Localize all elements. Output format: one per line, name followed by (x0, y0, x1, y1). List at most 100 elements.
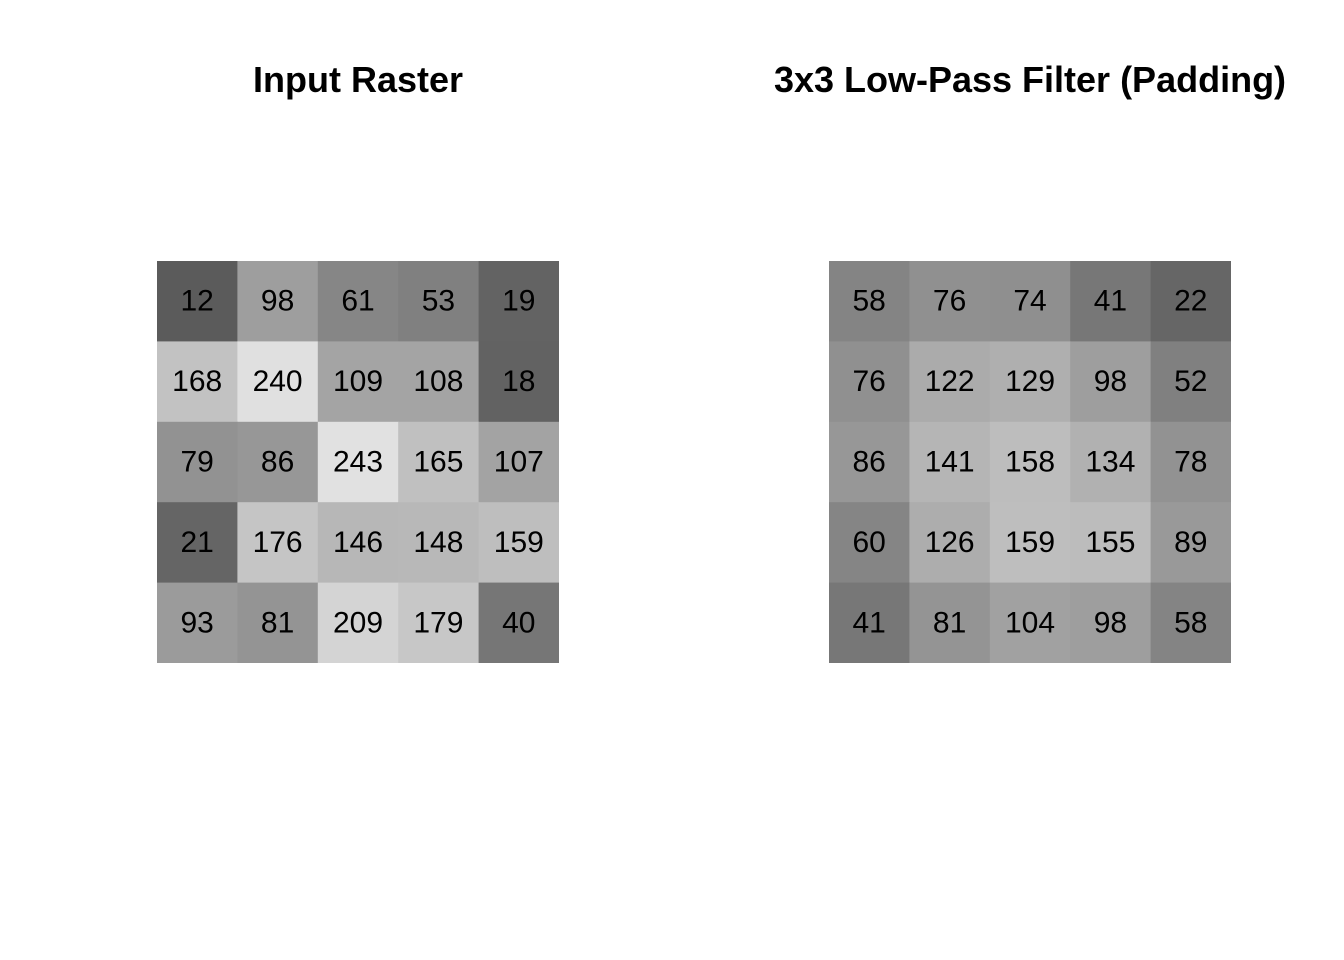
cell-value-label: 146 (333, 526, 383, 559)
cell-value-label: 53 (422, 285, 455, 318)
cell-value-label: 12 (181, 285, 214, 318)
cell-value-label: 61 (341, 285, 374, 318)
cell-value-label: 134 (1085, 446, 1135, 479)
cell-value-label: 155 (1085, 526, 1135, 559)
raster-cell (478, 502, 559, 584)
cell-value-label: 126 (925, 526, 975, 559)
raster-cell (1150, 261, 1231, 342)
raster-cell (398, 341, 480, 423)
raster-cell (909, 341, 991, 423)
cell-value-label: 122 (925, 365, 975, 398)
cell-value-label: 81 (261, 606, 294, 639)
raster-cell (989, 582, 1071, 663)
cell-value-label: 89 (1174, 526, 1207, 559)
raster-cell (157, 502, 238, 584)
raster-cell (157, 261, 238, 342)
cell-value-label: 22 (1174, 285, 1207, 318)
raster-cell (909, 582, 991, 663)
raster-cell (398, 421, 480, 503)
raster-cell (157, 421, 238, 503)
cell-value-label: 81 (933, 606, 966, 639)
raster-cell (829, 582, 910, 663)
cell-value-label: 58 (853, 285, 886, 318)
raster-cell (909, 502, 991, 584)
raster-cell (398, 502, 480, 584)
cell-value-label: 179 (413, 606, 463, 639)
raster-cell (989, 421, 1071, 503)
raster-cell (1070, 341, 1152, 423)
raster-cell (1070, 502, 1152, 584)
cell-value-label: 141 (925, 446, 975, 479)
raster-cell (237, 261, 319, 342)
cell-value-label: 93 (181, 606, 214, 639)
cell-value-label: 165 (413, 446, 463, 479)
cell-value-label: 159 (1005, 526, 1055, 559)
cell-value-label: 98 (1094, 365, 1127, 398)
cell-value-label: 176 (253, 526, 303, 559)
cell-value-label: 98 (1094, 606, 1127, 639)
low-pass-filter-title: 3x3 Low-Pass Filter (Padding) (773, 59, 1287, 100)
raster-cell (989, 261, 1071, 342)
cell-value-label: 168 (172, 365, 222, 398)
raster-cell (1150, 582, 1231, 663)
cell-value-label: 243 (333, 446, 383, 479)
raster-cell (1150, 502, 1231, 584)
raster-cell (317, 421, 399, 503)
cell-value-label: 108 (413, 365, 463, 398)
cell-value-label: 19 (502, 285, 535, 318)
cell-value-label: 58 (1174, 606, 1207, 639)
raster-cell (317, 582, 399, 663)
raster-cell (317, 341, 399, 423)
raster-cell (398, 582, 480, 663)
raster-cell (829, 421, 910, 503)
raster-cell (829, 341, 910, 423)
raster-cell (237, 502, 319, 584)
raster-cell (237, 582, 319, 663)
cell-value-label: 41 (1094, 285, 1127, 318)
raster-cell (829, 502, 910, 584)
raster-cell (237, 421, 319, 503)
input-raster-heatmap: 12 98 61 53 19 168 240 109 108 18 79 86 243 165 107 21 1… (157, 261, 559, 663)
input-raster-svg: 12 98 61 53 19 168 240 109 108 18 79 86 243 165 107 21 1… (157, 261, 559, 663)
cell-value-label: 74 (1013, 285, 1046, 318)
cell-value-label: 86 (261, 446, 294, 479)
raster-cell (1150, 341, 1231, 423)
cell-value-label: 109 (333, 365, 383, 398)
cell-value-label: 79 (181, 446, 214, 479)
raster-cell (478, 421, 559, 503)
raster-cell (909, 421, 991, 503)
cell-value-label: 107 (494, 446, 544, 479)
cell-value-label: 158 (1005, 446, 1055, 479)
cell-value-label: 148 (413, 526, 463, 559)
raster-cell (1070, 582, 1152, 663)
raster-cell (157, 582, 238, 663)
cell-value-label: 104 (1005, 606, 1055, 639)
cell-value-label: 18 (502, 365, 535, 398)
cell-value-label: 76 (853, 365, 886, 398)
raster-cell (398, 261, 480, 342)
input-raster-title: Input Raster (252, 59, 464, 100)
cell-value-label: 21 (181, 526, 214, 559)
cell-value-label: 159 (494, 526, 544, 559)
raster-cell (317, 261, 399, 342)
raster-cell (909, 261, 991, 342)
raster-cell (478, 261, 559, 342)
cell-value-label: 209 (333, 606, 383, 639)
raster-cell (237, 341, 319, 423)
cell-value-label: 60 (853, 526, 886, 559)
raster-cell (317, 502, 399, 584)
cell-value-label: 98 (261, 285, 294, 318)
raster-cell (478, 341, 559, 423)
cell-value-label: 129 (1005, 365, 1055, 398)
raster-cell (989, 502, 1071, 584)
cell-value-label: 240 (253, 365, 303, 398)
raster-cell (1070, 261, 1152, 342)
raster-cell (829, 261, 910, 342)
raster-cell (157, 341, 238, 423)
cell-value-label: 41 (853, 606, 886, 639)
cell-value-label: 40 (502, 606, 535, 639)
cell-value-label: 78 (1174, 446, 1207, 479)
cell-value-label: 86 (853, 446, 886, 479)
raster-cell (1150, 421, 1231, 503)
